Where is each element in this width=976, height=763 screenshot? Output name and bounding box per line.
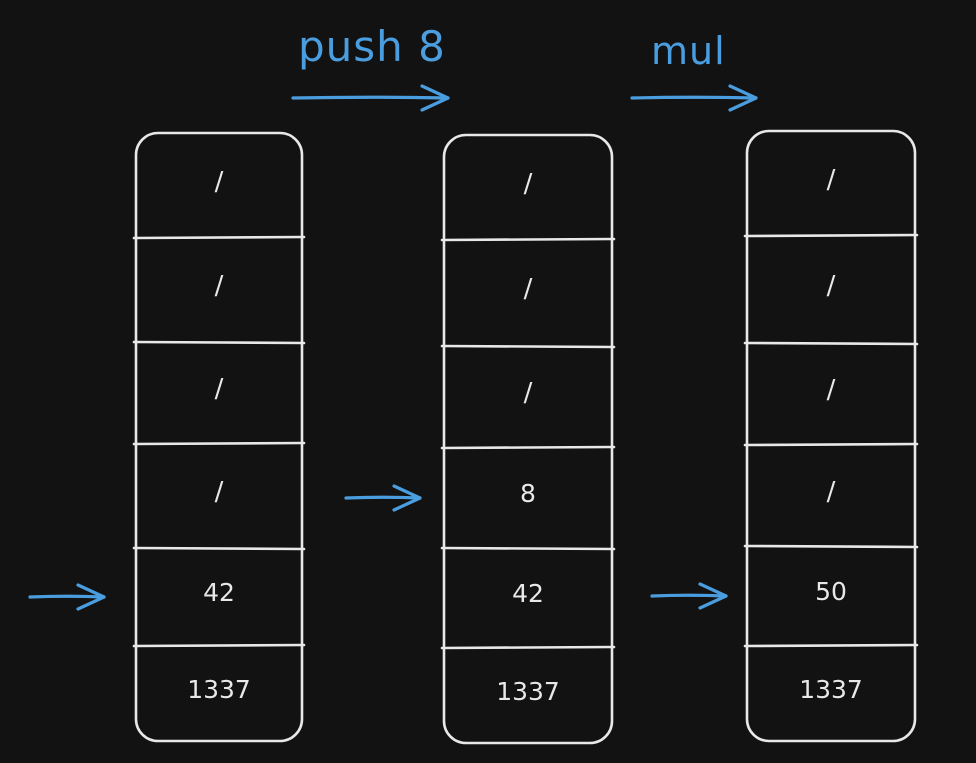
stack-2-divider xyxy=(440,237,616,242)
stack-1-divider xyxy=(132,546,306,551)
stack-pointer-arrow-1 xyxy=(28,583,106,611)
stack-cell-value: / xyxy=(214,477,224,507)
stack-pointer-arrow-2-head xyxy=(392,484,422,512)
stack-2-divider xyxy=(440,445,616,450)
stack-cell-value: / xyxy=(214,166,224,197)
stack-cell-value: / xyxy=(523,378,533,408)
operation-arrow-mul-head xyxy=(728,84,758,112)
stack-cell-value: / xyxy=(214,271,224,301)
stack-pointer-arrow-1-head xyxy=(76,583,106,611)
stack-cell-value: 1337 xyxy=(187,674,251,704)
stack-cell-value: / xyxy=(826,375,836,405)
stack-cell-value: / xyxy=(523,274,533,304)
stack-cell-value: 50 xyxy=(815,577,847,606)
operation-arrow-push-shaft xyxy=(291,95,450,100)
stack-3-divider xyxy=(743,341,919,346)
stack-1-divider xyxy=(132,340,306,345)
stack-cell-value: 1337 xyxy=(799,674,863,704)
stack-cell-value: / xyxy=(826,270,836,301)
stack-cell-value: 8 xyxy=(520,479,536,508)
stack-pointer-arrow-3-head xyxy=(698,582,728,610)
stack-pointer-arrow-1-shaft xyxy=(28,594,106,599)
stack-3 xyxy=(743,129,919,743)
operation-arrow-mul xyxy=(630,84,758,112)
operation-label-push: push 8 xyxy=(298,22,446,71)
stack-3-divider xyxy=(743,544,919,549)
stack-1 xyxy=(132,131,306,743)
stack-1-divider xyxy=(132,441,306,446)
stack-1-divider xyxy=(132,235,306,240)
stack-3-divider xyxy=(743,233,919,238)
stack-pointer-arrow-2-shaft xyxy=(344,495,422,500)
stack-cell-value: 1337 xyxy=(496,676,560,706)
stack-cell-value: / xyxy=(214,374,224,404)
stack-cell-value: 42 xyxy=(512,579,544,608)
stack-3-divider xyxy=(743,442,919,447)
stack-2-divider xyxy=(440,645,616,650)
stack-1-outline xyxy=(134,131,304,743)
stack-pointer-arrow-2 xyxy=(344,484,422,512)
stack-2 xyxy=(440,133,616,745)
stack-cell-value: 42 xyxy=(203,578,235,607)
stack-2-divider xyxy=(440,344,616,349)
stack-pointer-arrow-3 xyxy=(650,582,728,610)
stack-cell-value: / xyxy=(826,476,836,507)
operation-label-mul: mul xyxy=(651,29,726,73)
stack-2-divider xyxy=(440,546,616,551)
stack-3-outline xyxy=(745,129,917,743)
operation-arrow-push xyxy=(291,84,450,112)
stack-cell-value: / xyxy=(826,164,836,195)
stack-pointer-arrow-3-shaft xyxy=(650,593,728,598)
stack-cell-value: / xyxy=(523,168,533,199)
operation-arrow-mul-shaft xyxy=(630,95,758,100)
stack-2-outline xyxy=(442,133,614,745)
stack-3-divider xyxy=(743,643,919,648)
operation-arrow-push-head xyxy=(420,84,450,112)
stack-1-divider xyxy=(132,643,306,648)
